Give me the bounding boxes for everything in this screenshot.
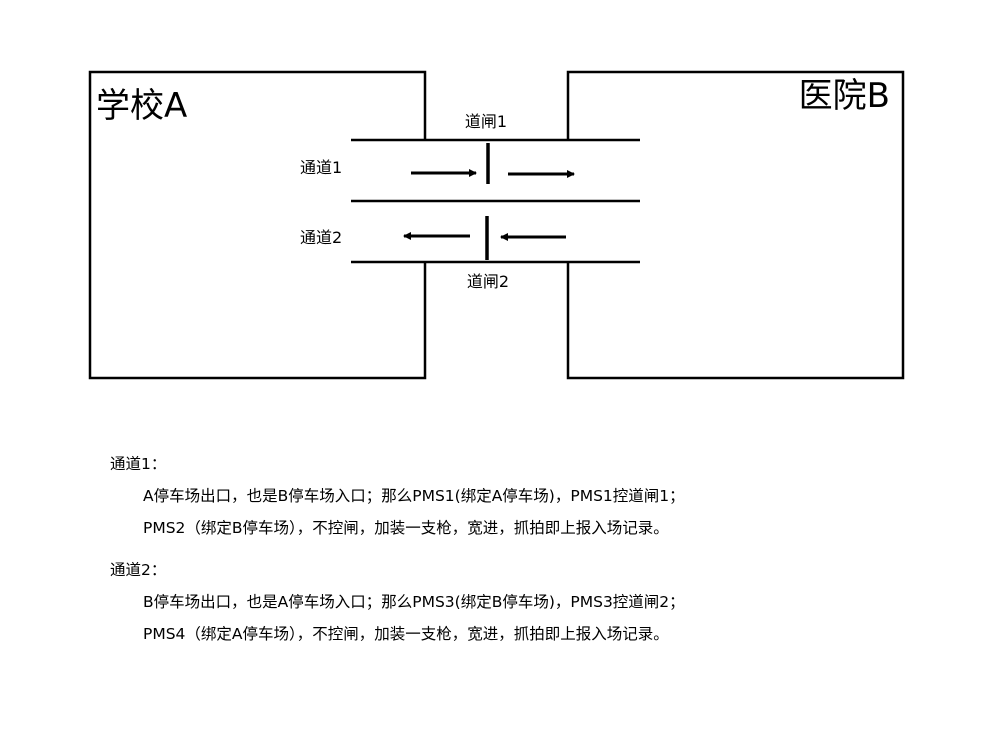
channel-1-label: 通道1	[300, 158, 342, 177]
channel-1-heading: 通道1：	[110, 455, 167, 473]
hospital-b-label: 医院B	[799, 76, 890, 116]
explanation-notes: 通道1： A停车场出口，也是B停车场入口；那么PMS1(绑定A停车场)，PMS1…	[110, 448, 960, 650]
channel-1-notes: 通道1： A停车场出口，也是B停车场入口；那么PMS1(绑定A停车场)，PMS1…	[110, 448, 960, 544]
channel-2-heading: 通道2：	[110, 561, 167, 579]
gate-1-label: 道闸1	[465, 112, 507, 131]
channel-1-line-1: A停车场出口，也是B停车场入口；那么PMS1(绑定A停车场)，PMS1控道闸1；	[143, 487, 685, 505]
channel-2-notes: 通道2： B停车场出口，也是A停车场入口；那么PMS3(绑定B停车场)，PMS3…	[110, 554, 960, 650]
channel-1-line-2: PMS2（绑定B停车场），不控闸，加装一支枪，宽进，抓拍即上报入场记录。	[143, 519, 669, 537]
parking-diagram: 学校A 医院B 道闸1 道闸2 通道1 通道2	[88, 70, 905, 380]
gate-2-label: 道闸2	[467, 272, 509, 291]
school-a-label: 学校A	[96, 86, 187, 126]
channel-2-line-1: B停车场出口，也是A停车场入口；那么PMS3(绑定B停车场)，PMS3控道闸2；	[143, 593, 685, 611]
channel-2-label: 通道2	[300, 228, 342, 247]
channel-2-line-2: PMS4（绑定A停车场），不控闸，加装一支枪，宽进，抓拍即上报入场记录。	[143, 625, 669, 643]
